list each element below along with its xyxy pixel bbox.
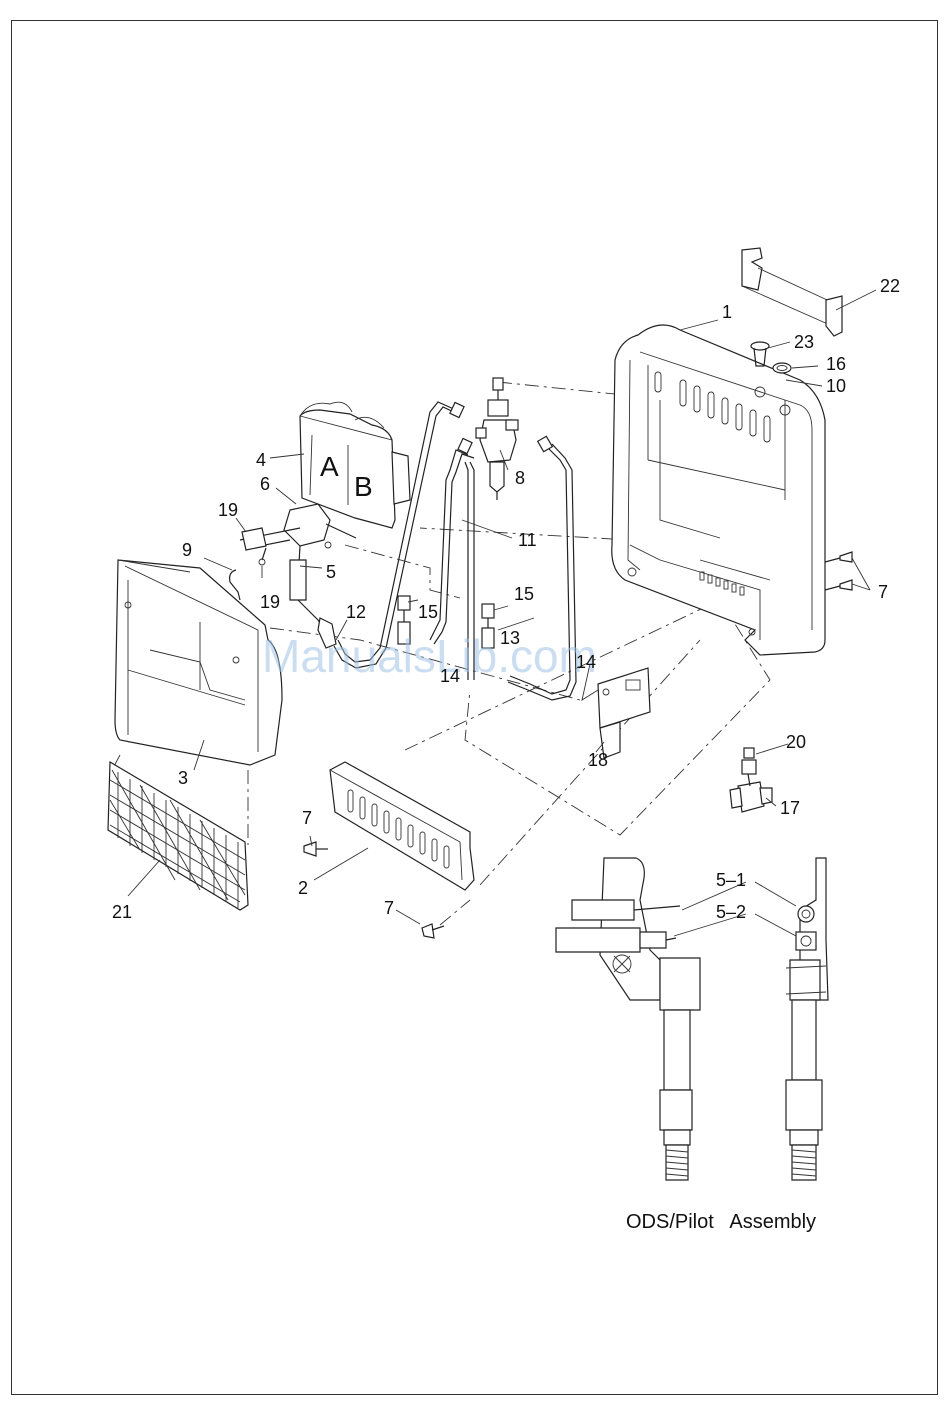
part-label-2: 2 (298, 878, 308, 898)
part-label-4: 4 (256, 450, 266, 470)
part-label-12: 12 (346, 602, 366, 622)
part-label-5: 5 (326, 562, 336, 582)
part-label-19-bottom: 19 (260, 592, 280, 612)
part-label-17: 17 (780, 798, 800, 818)
part-label-13: 13 (500, 628, 520, 648)
part-8-valve (476, 378, 518, 500)
part-label-16: 16 (826, 354, 846, 374)
manualslib-watermark: ManualsLib.com (262, 630, 597, 682)
part-label-14-left: 14 (440, 666, 460, 686)
part-18-bracket (598, 668, 650, 758)
part-label-11: 11 (518, 530, 537, 550)
part-22-top-strip (742, 248, 842, 336)
part-label-5-1: 5–1 (716, 870, 746, 890)
part-label-6: 6 (260, 474, 270, 494)
part-label-23: 23 (794, 332, 814, 352)
part-17-valve (730, 774, 772, 812)
part-label-18: 18 (588, 750, 608, 770)
part-label-15-right: 15 (514, 584, 534, 604)
part-label-7-right: 7 (878, 582, 888, 602)
part-label-3: 3 (178, 768, 188, 788)
panel-letter-a: A (320, 451, 339, 482)
part-7-screws-right (825, 552, 852, 590)
part-label-14-right: 14 (576, 652, 596, 672)
part-label-9: 9 (182, 540, 192, 560)
part-label-21: 21 (112, 902, 132, 922)
part-label-7-bottom: 7 (384, 898, 394, 918)
part-3-front-frame (115, 560, 282, 765)
part-label-7-mid: 7 (302, 808, 312, 828)
part-2-bottom-panel (330, 762, 474, 890)
part-label-10: 10 (826, 376, 846, 396)
part-20-fitting (742, 748, 756, 774)
part-label-8: 8 (515, 468, 525, 488)
ods-pilot-assembly-caption: ODS/Pilot Assembly (626, 1211, 816, 1233)
part-label-19-top: 19 (218, 500, 238, 520)
panel-letter-b: B (354, 471, 373, 502)
part-label-1: 1 (722, 302, 732, 322)
ods-pilot-assembly-detail (556, 858, 828, 1180)
part-label-22: 22 (880, 276, 900, 296)
part-label-20: 20 (786, 732, 806, 752)
part-16-cap (773, 363, 791, 373)
part-label-15-left: 15 (418, 602, 438, 622)
part-label-5-2: 5–2 (716, 902, 746, 922)
part-1-cabinet (612, 325, 825, 655)
